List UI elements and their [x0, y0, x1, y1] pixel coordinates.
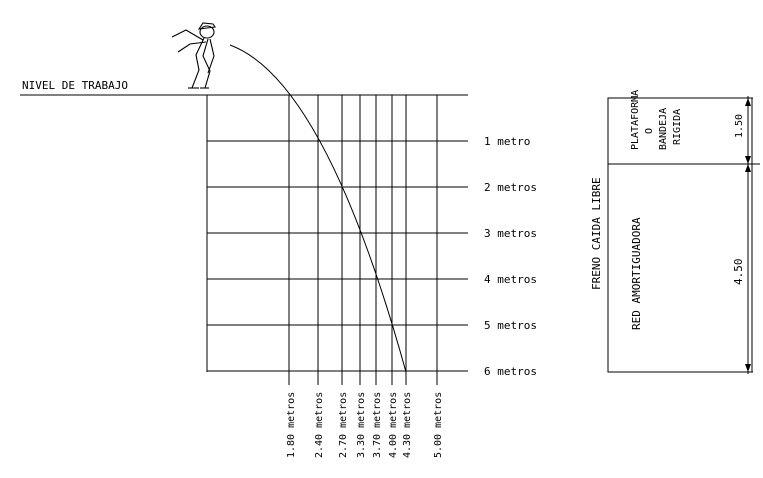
panel-top-line-1: PLATAFORMA	[630, 90, 641, 150]
distance-label-5: 3.70 metros	[372, 392, 383, 458]
depth-label-6: 6 metros	[484, 365, 537, 378]
fall-trajectory-curve	[229, 44, 407, 373]
distance-label-7: 4.30 metros	[402, 392, 413, 458]
distance-label-2: 2.40 metros	[314, 392, 325, 458]
panel-bottom-dimension: 4.50	[732, 259, 745, 286]
depth-label-3: 3 metros	[484, 227, 537, 240]
distance-label-6: 4.00 metros	[388, 392, 399, 458]
distance-label-8: 5.00 metros	[433, 392, 444, 458]
distance-label-3: 2.70 metros	[338, 392, 349, 458]
depth-label-1: 1 metro	[484, 135, 530, 148]
panel-top-line-2: O	[644, 128, 655, 134]
worker-figure-icon	[171, 22, 216, 89]
panel-top-line-3: BANDEJA	[658, 108, 669, 150]
panel-frame	[607, 97, 753, 373]
panel-top-dimension: 1.50	[734, 114, 745, 138]
work-level-label: NIVEL DE TRABAJO	[22, 79, 128, 92]
panel-vertical-title: FRENO CAIDA LIBRE	[590, 177, 603, 290]
distance-label-4: 3.30 metros	[356, 392, 367, 458]
depth-label-5: 5 metros	[484, 319, 537, 332]
depth-label-4: 4 metros	[484, 273, 537, 286]
panel-top-line-4: RIGIDA	[672, 109, 683, 145]
depth-label-2: 2 metros	[484, 181, 537, 194]
panel-bottom-text: RED AMORTIGUADORA	[630, 217, 643, 330]
distance-label-1: 1.80 metros	[286, 392, 297, 458]
